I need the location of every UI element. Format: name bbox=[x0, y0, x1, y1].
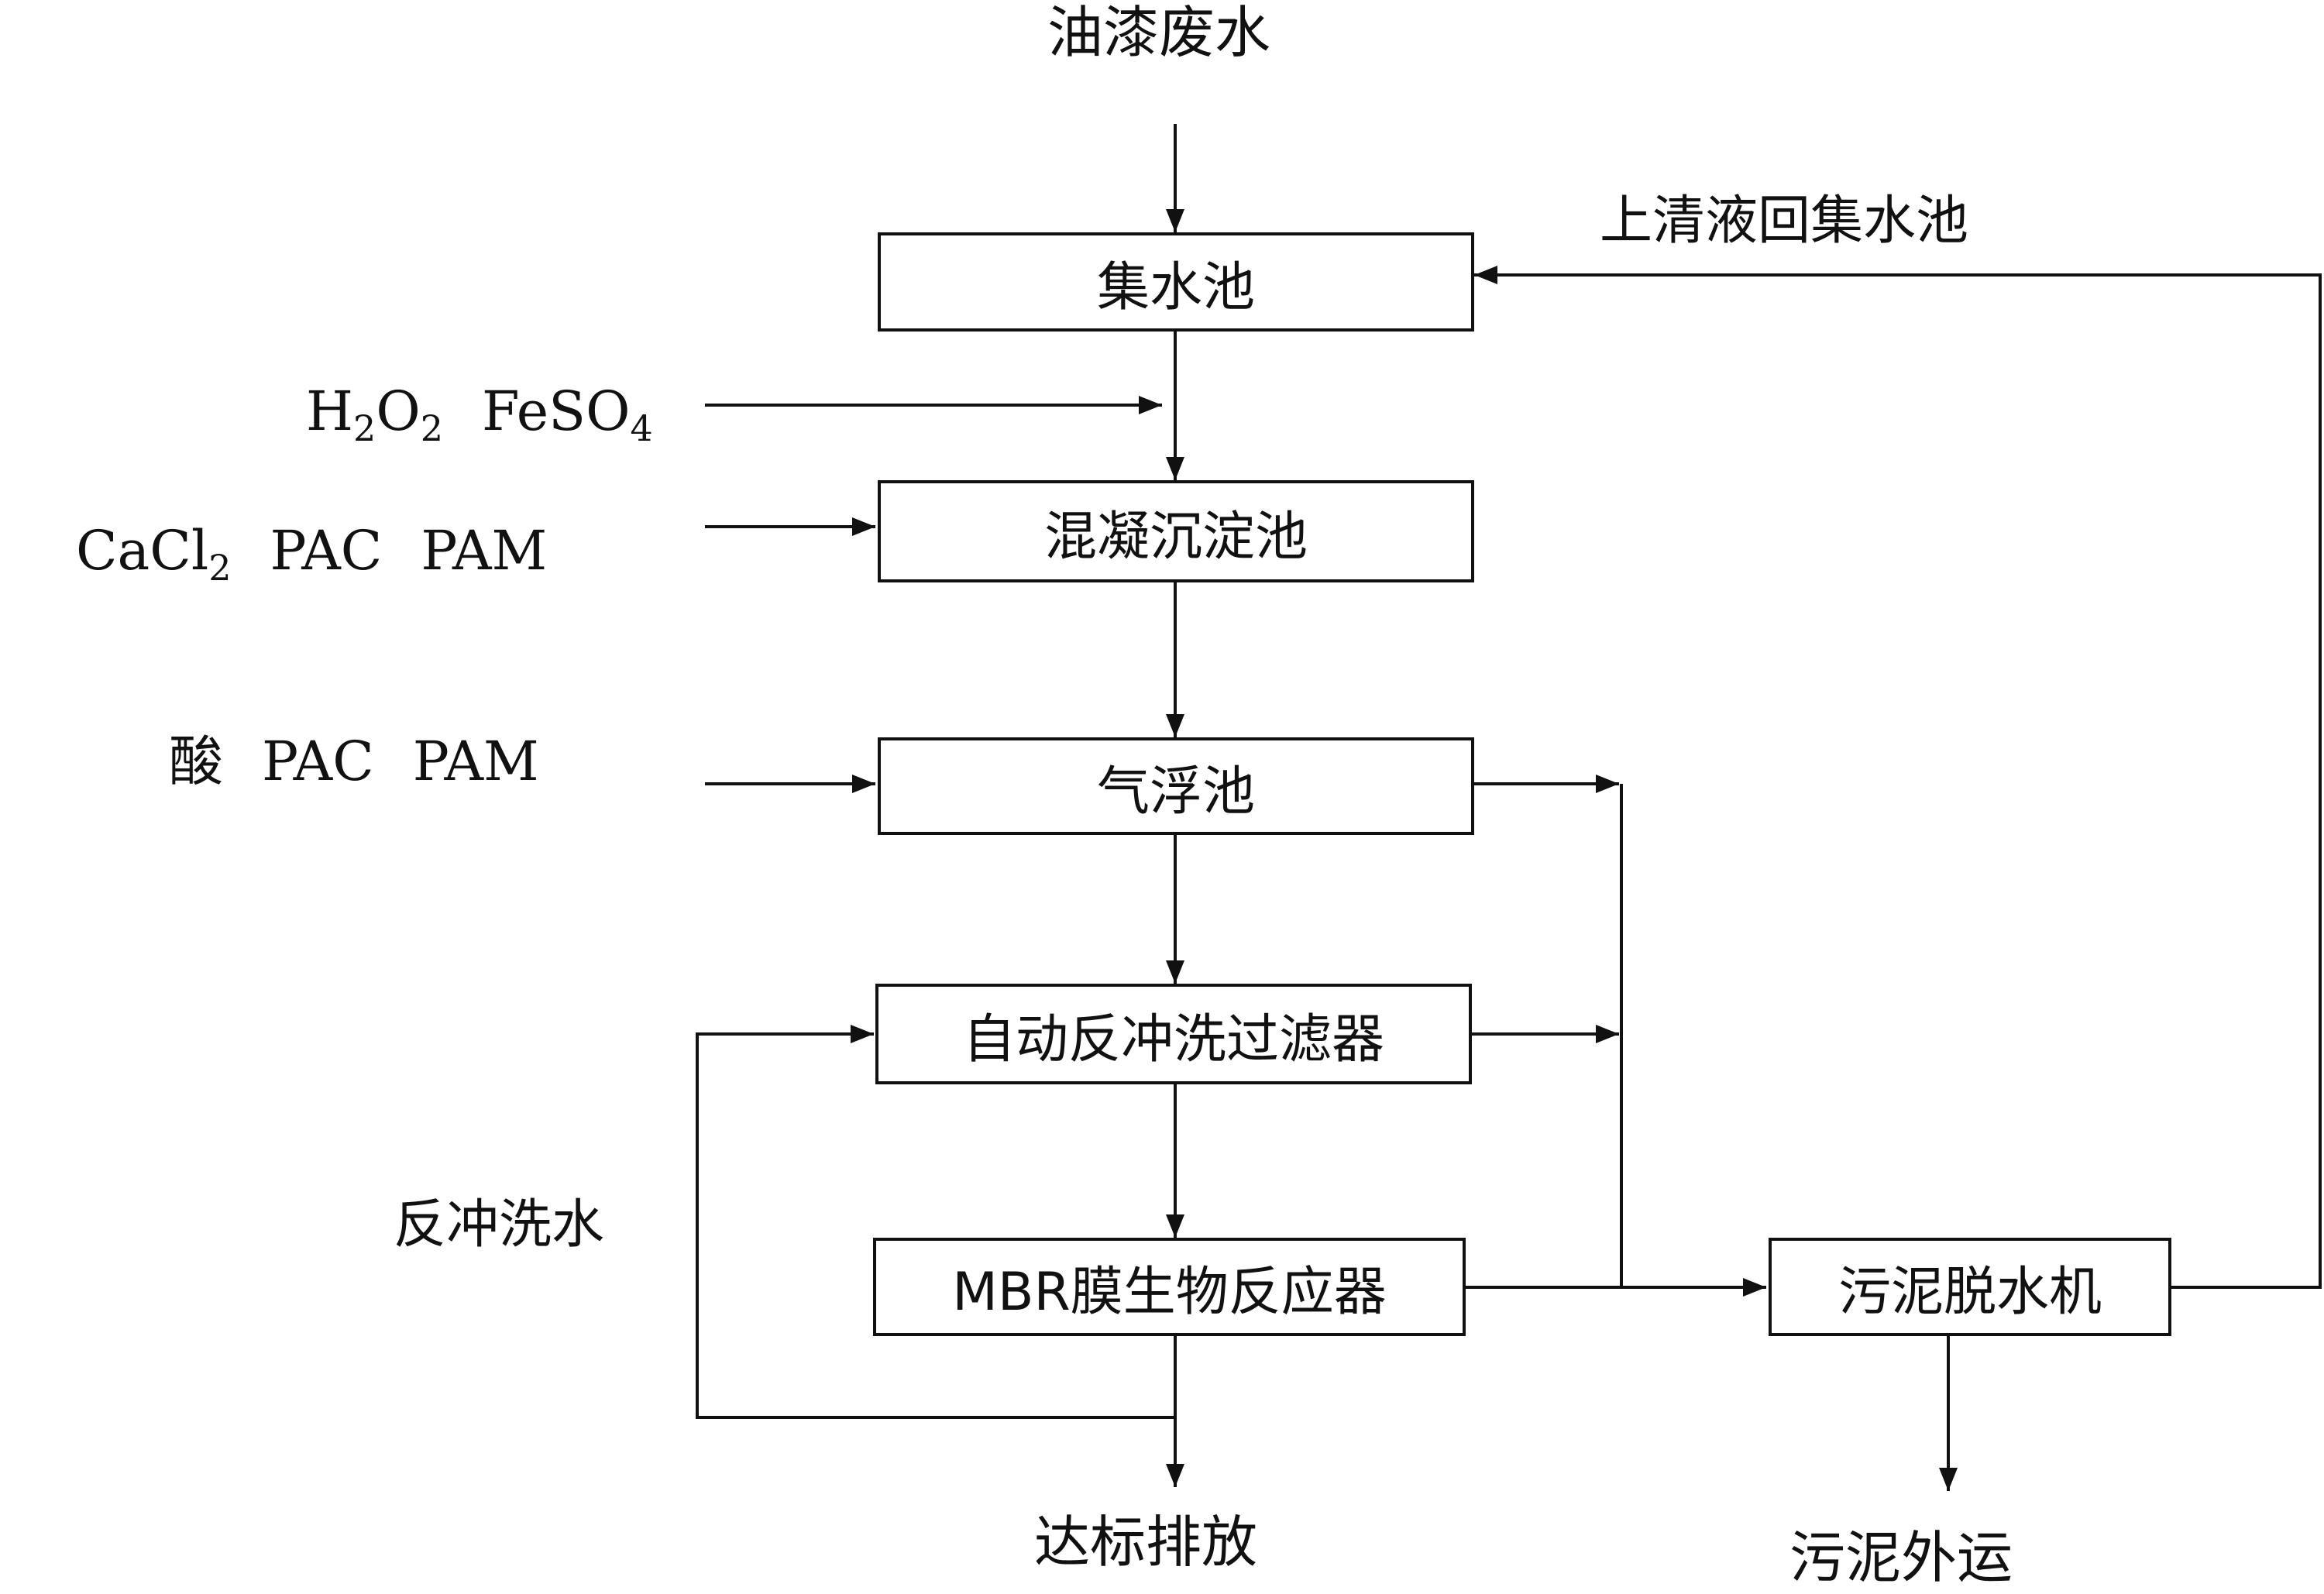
flotation-tank-box: 气浮池 bbox=[878, 737, 1474, 835]
collection-tank-box: 集水池 bbox=[878, 232, 1474, 332]
inflow-label: 油漆废水 bbox=[1047, 0, 1271, 65]
backwash-filter-box: 自动反冲洗过滤器 bbox=[875, 984, 1472, 1084]
sludge-dewatering-box: 污泥脱水机 bbox=[1769, 1238, 2171, 1336]
mbr-reactor-box: MBR膜生物反应器 bbox=[873, 1238, 1466, 1336]
sludge-out-label: 污泥外运 bbox=[1789, 1525, 2013, 1590]
discharge-label: 达标排放 bbox=[1034, 1510, 1258, 1575]
supernatant-return-label: 上清液回集水池 bbox=[1600, 191, 1969, 252]
backwash-water-label: 反冲洗水 bbox=[394, 1194, 605, 1256]
backwash-water-loop bbox=[696, 1025, 1175, 1419]
coagulation-tank-box: 混凝沉淀池 bbox=[878, 480, 1474, 582]
supernatant-return-line bbox=[1474, 266, 2322, 1289]
